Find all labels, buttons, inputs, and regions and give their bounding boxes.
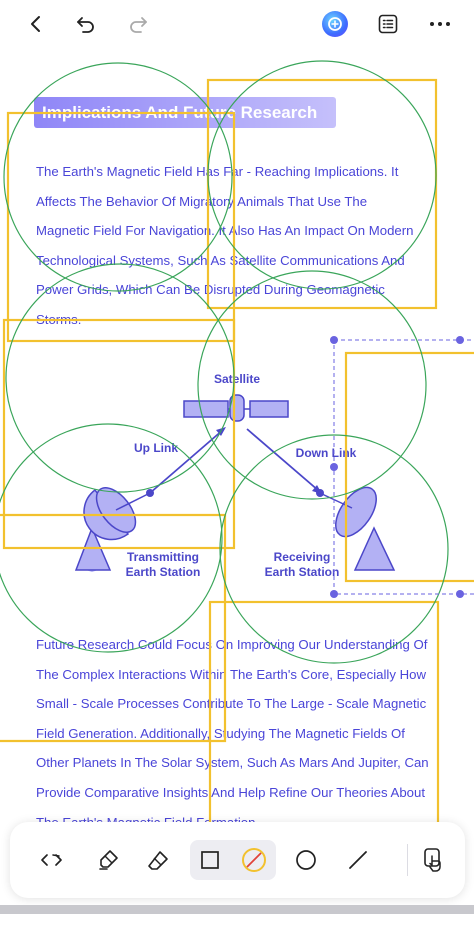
circle-annotation xyxy=(3,62,233,292)
text-line: Affects The Behavior Of Migratory Animal… xyxy=(36,193,368,209)
document-page[interactable]: Implications And Future Research The Ear… xyxy=(0,48,474,914)
receiving-line1: Receiving xyxy=(273,550,331,564)
text-line: Other Planets In The Solar System, Such … xyxy=(36,755,429,771)
rectangle-annotation xyxy=(6,111,236,343)
redo-icon[interactable] xyxy=(124,10,152,38)
circle-icon[interactable] xyxy=(286,840,326,880)
circle-annotation xyxy=(5,263,235,493)
circle-annotation xyxy=(0,423,223,653)
receiving-line2: Earth Station xyxy=(264,565,340,579)
text-line: The Earth's Magnetic Field Has Far - Rea… xyxy=(36,164,399,179)
uplink-label: Up Link xyxy=(134,441,178,455)
transmitting-line1: Transmitting xyxy=(126,550,199,564)
text-line: Small - Scale Processes Contribute To Th… xyxy=(36,696,427,712)
toolbar-divider xyxy=(407,844,408,876)
selection-handle xyxy=(456,336,464,344)
selection-box xyxy=(330,336,474,598)
satellite-label: Satellite xyxy=(213,372,261,386)
text-line: Field Generation. Additionally, Studying… xyxy=(36,725,405,741)
no-fill-color-icon[interactable] xyxy=(234,840,274,880)
rectangle-annotation xyxy=(344,351,474,583)
transmitting-station-label: Transmitting Earth Station xyxy=(113,550,213,580)
line-icon[interactable] xyxy=(338,840,378,880)
code-brackets-icon[interactable] xyxy=(33,840,73,880)
shape-group xyxy=(190,840,276,880)
downlink-arrow xyxy=(246,428,324,497)
home-indicator-bar xyxy=(0,905,474,914)
text-line: Future Research Could Focus On Improving… xyxy=(36,637,428,652)
ai-assistant-icon[interactable] xyxy=(322,11,348,37)
rectangle-annotation xyxy=(0,513,227,743)
list-icon[interactable] xyxy=(374,10,402,38)
eraser-icon[interactable] xyxy=(138,840,178,880)
top-toolbar xyxy=(0,0,474,48)
text-line: Provide Comparative Insights And Help Re… xyxy=(36,784,425,800)
annotation-layer[interactable] xyxy=(0,48,474,914)
circle-annotation xyxy=(197,270,427,500)
rectangle-annotation xyxy=(206,78,438,310)
downlink-label: Down Link xyxy=(295,446,357,460)
selection-handle xyxy=(456,590,464,598)
text-line: Magnetic Field For Navigation. It Also H… xyxy=(36,223,414,239)
selection-handle xyxy=(330,463,338,471)
chevron-left-icon[interactable] xyxy=(22,10,50,38)
circle-annotation xyxy=(207,60,437,290)
transmitting-line2: Earth Station xyxy=(125,565,201,579)
undo-icon[interactable] xyxy=(72,10,100,38)
rectangle-annotation xyxy=(208,600,440,832)
paragraph-future-research: Future Research Could Focus On Improving… xyxy=(36,630,429,837)
selection-handle xyxy=(330,336,338,344)
highlighter-icon[interactable] xyxy=(88,840,128,880)
text-line: The Complex Interactions Within The Eart… xyxy=(36,666,426,682)
selection-handle xyxy=(330,590,338,598)
more-horizontal-icon[interactable] xyxy=(426,10,454,38)
touch-pen-icon[interactable] xyxy=(413,840,453,880)
drawing-toolbar xyxy=(10,822,465,898)
circle-annotation xyxy=(219,434,449,664)
receiving-station-label: Receiving Earth Station xyxy=(252,550,352,580)
rectangle-icon[interactable] xyxy=(190,840,230,880)
rectangle-annotation xyxy=(2,318,236,550)
